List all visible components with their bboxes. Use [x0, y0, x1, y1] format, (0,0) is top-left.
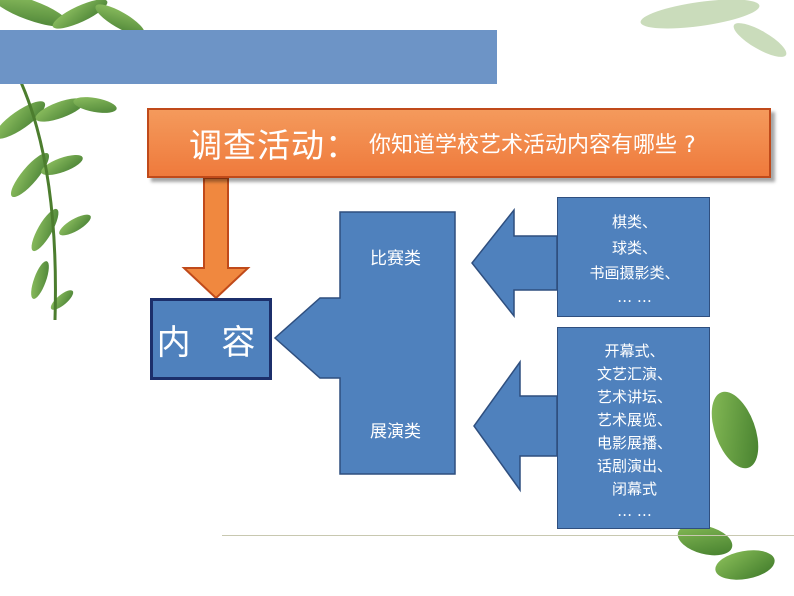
competition-arrow — [471, 207, 558, 319]
content-box: 内 容 — [150, 298, 272, 380]
title-question: 你知道学校艺术活动内容有哪些 ? — [369, 133, 696, 158]
list-item: … … — [617, 288, 652, 306]
list-item: 开幕式、 — [604, 342, 665, 360]
competition-list-box: 棋类、 球类、 书画摄影类、 … … — [557, 197, 710, 317]
category-competition: 比赛类 — [370, 249, 421, 269]
title-banner: 调查活动： 你知道学校艺术活动内容有哪些 ? — [147, 108, 771, 178]
performance-arrow — [473, 359, 558, 493]
bottom-divider — [222, 535, 794, 536]
performance-list-box: 开幕式、 文艺汇演、 艺术讲坛、 艺术展览、 电影展播、 话剧演出、 闭幕式 …… — [557, 327, 710, 529]
list-item: 闭幕式 — [611, 480, 657, 498]
category-left-arrow — [273, 211, 456, 475]
list-item: 棋类、 — [611, 213, 657, 231]
list-item: 艺术展览、 — [596, 411, 672, 429]
list-item: 电影展播、 — [596, 434, 672, 452]
content-label: 内 容 — [156, 322, 266, 363]
list-item: 球类、 — [611, 239, 657, 257]
down-arrow — [181, 177, 251, 300]
list-item: … … — [617, 502, 652, 520]
list-item: 艺术讲坛、 — [596, 388, 672, 406]
header-bar — [0, 30, 497, 84]
list-item: 话剧演出、 — [596, 457, 672, 475]
list-item: 文艺汇演、 — [596, 365, 672, 383]
category-performance: 展演类 — [370, 422, 421, 442]
list-item: 书画摄影类、 — [589, 264, 680, 282]
title-main: 调查活动： — [189, 126, 359, 165]
